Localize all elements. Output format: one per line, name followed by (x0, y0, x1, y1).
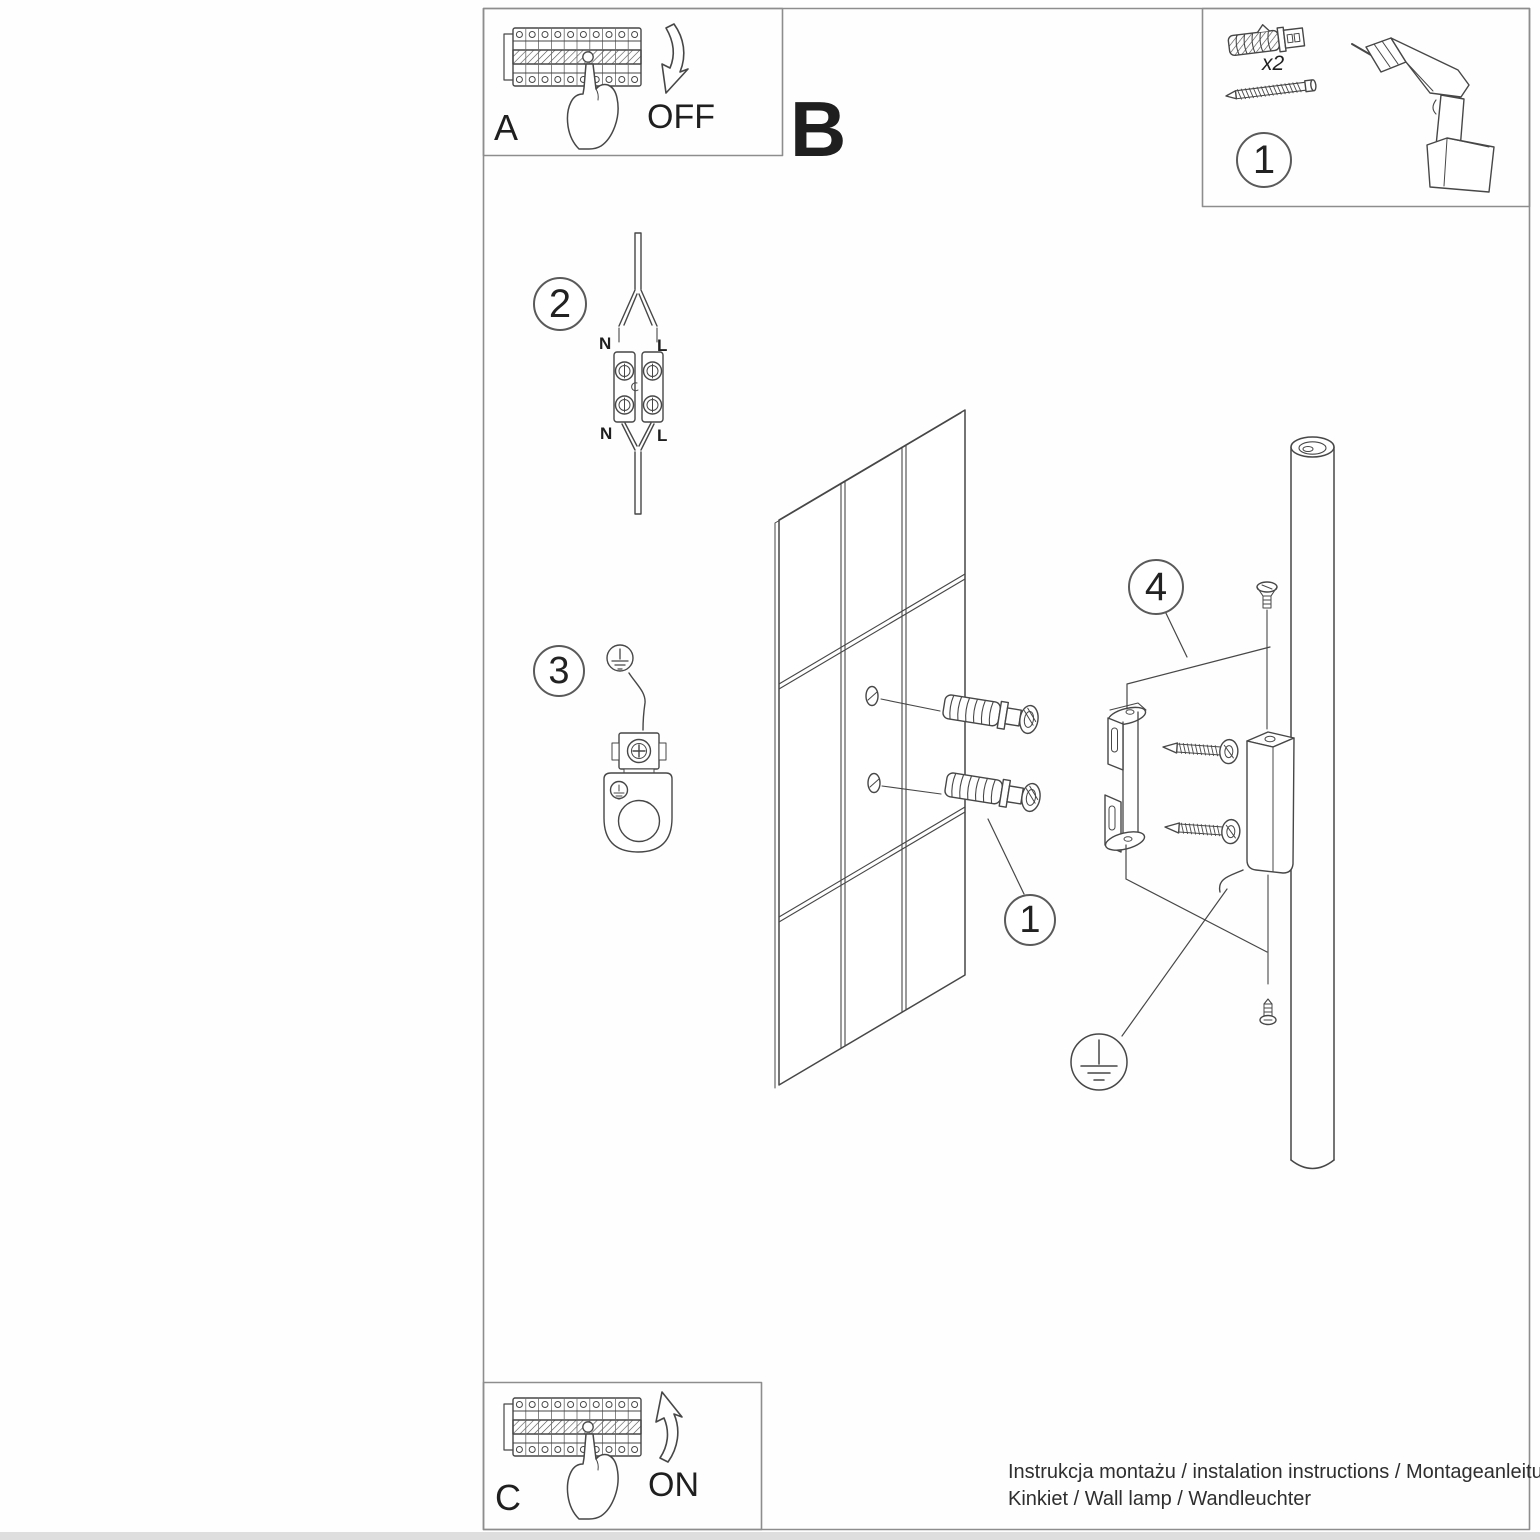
lamp-canopy-icon (1246, 731, 1295, 874)
grounding-illustration (603, 644, 673, 853)
wall-anchor-icon (944, 772, 1041, 813)
step-badge-3: 3 (533, 645, 585, 697)
tools-illustration (1225, 24, 1495, 193)
screw-icon (1225, 79, 1317, 100)
leader-line (880, 698, 942, 795)
breaker-panel-on-illustration (503, 1391, 683, 1520)
step-badge-anchors: 1 (1004, 894, 1056, 946)
breaker-panel-off-illustration (503, 23, 689, 150)
circuit-breaker-icon (503, 27, 642, 87)
wire-label-n-bottom: N (600, 424, 613, 443)
drill-hole (865, 685, 879, 707)
drill-icon (1351, 37, 1495, 193)
screw-icon (1259, 998, 1277, 1026)
arrow-curved-up-icon (655, 1391, 683, 1463)
tiled-wall (774, 409, 966, 1089)
ground-clamp-icon (611, 732, 667, 775)
step-badge-tools: 1 (1236, 132, 1292, 188)
wire-label-n-top: N (599, 334, 612, 353)
panel-c-label: C (495, 1477, 521, 1518)
wire-icon (618, 232, 658, 515)
panel-a-label: A (494, 107, 519, 148)
footer-title-line1: Instrukcja montażu / instalation instruc… (1008, 1461, 1540, 1483)
arrow-curved-down-icon (661, 23, 689, 94)
wire-label-l-top: L (657, 336, 668, 355)
wiring-illustration (613, 232, 664, 515)
step-badge-4: 4 (1128, 559, 1184, 615)
step-number: 3 (548, 649, 570, 692)
lamp-tube-icon (1290, 436, 1335, 1170)
screw-icon (1256, 581, 1278, 609)
step-number: 1 (1019, 898, 1041, 941)
breaker-on-label: ON (648, 1466, 699, 1504)
scan-edge-artifact (0, 1532, 1540, 1540)
step-number: 1 (1252, 137, 1276, 182)
mount-plate-icon (603, 772, 673, 853)
screw-icon (1164, 818, 1241, 845)
wire-label-l-bottom: L (657, 426, 668, 445)
assembly-illustration (774, 409, 1335, 1170)
mounting-bracket-icon (1104, 702, 1147, 853)
wall-anchor-icon (1227, 24, 1306, 57)
breaker-off-label: OFF (647, 98, 715, 136)
step-badge-2: 2 (533, 277, 587, 331)
page-frame (482, 7, 1531, 1531)
ground-symbol-icon (1070, 1033, 1128, 1091)
step-number: 4 (1144, 564, 1168, 609)
ground-symbol-icon (606, 644, 634, 672)
step-number: 2 (548, 281, 572, 326)
footer-title-line2: Kinkiet / Wall lamp / Wandleuchter (1008, 1488, 1312, 1510)
wall-anchor-icon (942, 694, 1039, 735)
wire-icon (1218, 869, 1244, 893)
section-b-label: B (790, 85, 847, 173)
circuit-breaker-icon (503, 1397, 642, 1457)
terminal-block-icon (613, 351, 664, 423)
screw-icon (1162, 738, 1239, 765)
drill-hole (867, 772, 881, 794)
anchor-quantity-label: x2 (1262, 52, 1285, 75)
leader-line (987, 606, 1271, 1037)
ground-wire (628, 672, 646, 731)
